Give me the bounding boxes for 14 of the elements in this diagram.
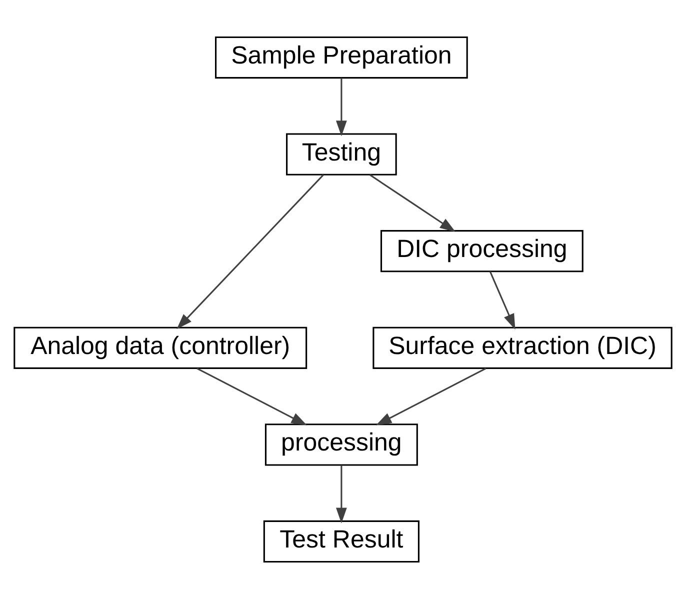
arrow [336, 464, 347, 523]
arrow [196, 367, 307, 425]
arrow [336, 78, 347, 136]
node-box: Test Result [263, 520, 420, 562]
node-box: Testing [286, 132, 397, 175]
node-box: processing [264, 423, 418, 466]
arrow [489, 270, 516, 330]
arrow [369, 174, 456, 232]
node-box: DIC processing [380, 230, 584, 272]
node-box: Surface extraction (DIC) [372, 326, 672, 368]
arrow [376, 367, 486, 425]
arrow [176, 174, 324, 329]
node-box: Analog data (controller) [14, 326, 308, 368]
node-box: Sample Preparation [215, 36, 468, 78]
